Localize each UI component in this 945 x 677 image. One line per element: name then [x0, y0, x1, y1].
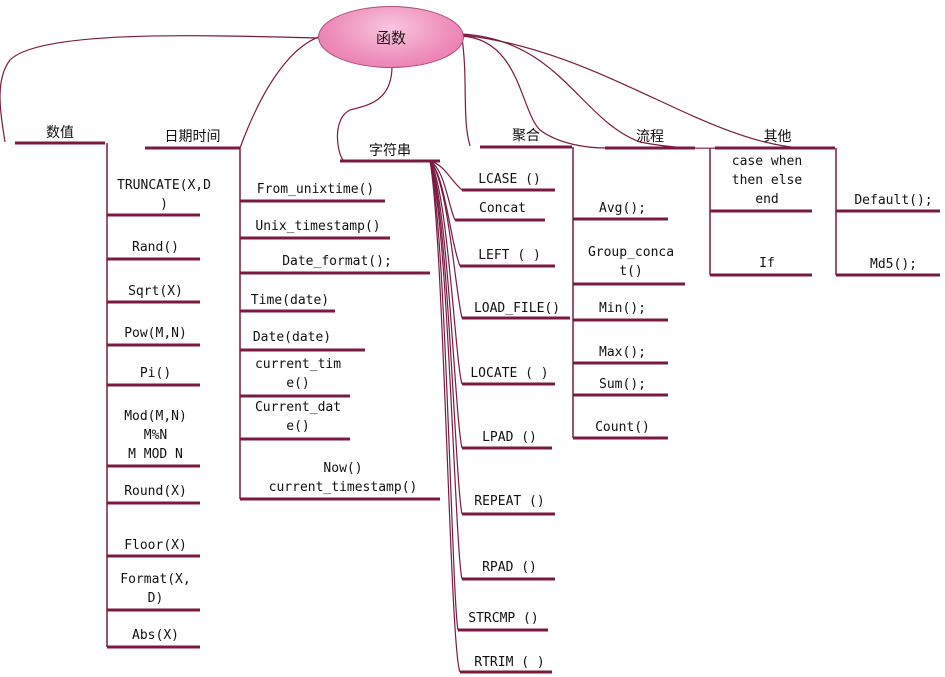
datetime-item: Date(date) — [252, 330, 332, 345]
flow-item: case when then else end — [731, 154, 803, 207]
connector-other — [461, 33, 726, 149]
category-numeric: 数值 — [46, 125, 74, 141]
aggregate-item: Max(); — [599, 345, 646, 360]
flow-item: If — [759, 256, 775, 271]
numeric-item: TRUNCATE(X,D ) — [117, 178, 211, 212]
aggregate-item: Min(); — [599, 301, 646, 316]
numeric-item: Pi() — [139, 366, 172, 381]
aggregate-item: Sum(); — [599, 377, 646, 392]
datetime-item: Date_format(); — [282, 254, 392, 269]
category-flow: 流程 — [636, 129, 664, 145]
datetime-item: Now() current_timestamp() — [268, 461, 418, 495]
string-item: STRCMP () — [468, 611, 539, 626]
connector-numeric — [0, 35, 319, 143]
category-aggregate: 聚合 — [512, 128, 540, 144]
aggregate-item: Count() — [595, 420, 650, 435]
string-item: LPAD () — [482, 430, 537, 445]
datetime-item: Time(date) — [250, 293, 330, 308]
connector-flow — [461, 35, 606, 149]
connector-aggregate — [461, 37, 471, 147]
string-item: LOAD_FILE() — [473, 301, 561, 316]
numeric-item: Abs(X) — [132, 628, 179, 643]
numeric-item: Sqrt(X) — [128, 284, 183, 299]
numeric-item: Format(X, D) — [120, 572, 191, 606]
string-item: Concat — [479, 201, 526, 216]
other-item: Default(); — [854, 193, 933, 208]
string-item: RPAD () — [482, 560, 537, 575]
connector-other-2 — [461, 34, 801, 149]
root-node: 函数 — [318, 6, 464, 68]
datetime-item: Current_dat e() — [254, 400, 342, 434]
root-label: 函数 — [375, 28, 406, 47]
numeric-item: Pow(M,N) — [124, 326, 187, 341]
category-string: 字符串 — [369, 143, 411, 159]
string-item: RTRIM ( ) — [474, 655, 545, 670]
aggregate-item: Avg(); — [599, 201, 646, 216]
numeric-item: Floor(X) — [124, 538, 187, 553]
category-datetime: 日期时间 — [164, 129, 221, 145]
connector-string — [336, 65, 393, 161]
numeric-item: Mod(M,N) M%N M MOD N — [124, 409, 187, 462]
string-item: REPEAT () — [474, 494, 545, 509]
datetime-item: Unix_timestamp() — [255, 219, 381, 234]
string-item: LCASE () — [478, 172, 541, 187]
string-item: LOCATE ( ) — [470, 366, 549, 381]
numeric-item: Rand() — [132, 240, 179, 255]
string-item: LEFT ( ) — [478, 248, 541, 263]
category-other: 其他 — [763, 129, 792, 145]
aggregate-item: Group_conca t() — [587, 245, 675, 279]
datetime-item: current_tim e() — [254, 357, 342, 391]
datetime-item: From_unixtime() — [256, 182, 375, 197]
other-item: Md5(); — [870, 257, 917, 272]
numeric-item: Round(X) — [124, 484, 187, 499]
